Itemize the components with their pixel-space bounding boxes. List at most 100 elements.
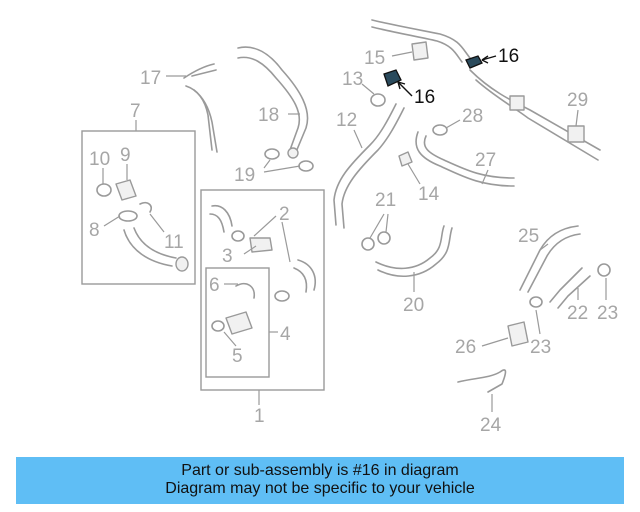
leader-12	[353, 129, 363, 149]
callout-2: 2	[279, 204, 290, 225]
o-ring-21b	[377, 231, 391, 245]
o-ring-10	[96, 183, 112, 197]
hose-22	[549, 267, 591, 309]
callout-18: 18	[258, 105, 279, 126]
leader-19a	[263, 159, 271, 169]
parts-diagram: 1 2 3 4 5 6 7 8 9 10 11 12 13 14 15 16 1…	[81, 19, 618, 436]
callout-11: 11	[164, 232, 184, 253]
callout-4: 4	[280, 324, 291, 345]
leader-15	[391, 51, 413, 57]
o-ring-13	[370, 93, 386, 107]
callout-12: 12	[336, 110, 357, 131]
callout-20: 20	[403, 295, 424, 316]
coolant-pipe-top-inner	[371, 26, 463, 63]
hose-17-inner	[191, 69, 218, 153]
connector-26	[507, 321, 529, 347]
o-ring-3	[231, 230, 245, 242]
callout-14: 14	[418, 184, 440, 205]
hose-6	[235, 282, 256, 299]
callout-22: 22	[567, 303, 588, 324]
clamp-14	[398, 151, 413, 167]
hose-18	[237, 46, 309, 153]
leader-19b	[263, 165, 301, 173]
info-banner: Part or sub-assembly is #16 in diagram D…	[16, 457, 624, 504]
callout-16-upper: 16	[498, 46, 519, 67]
clamp-18	[287, 147, 299, 159]
o-ring-19a	[264, 148, 280, 160]
leader-26	[481, 337, 509, 347]
callout-25: 25	[518, 226, 539, 247]
callout-21: 21	[375, 190, 396, 211]
hose-17	[183, 63, 215, 151]
callout-17: 17	[140, 68, 161, 89]
hose-2a	[209, 204, 233, 233]
leader-14	[407, 163, 421, 185]
group-box-1	[200, 189, 325, 391]
hose-25-inner	[527, 233, 581, 293]
leader-16a	[481, 55, 497, 61]
coolant-rail-29	[469, 69, 601, 161]
clamp-23b	[529, 296, 543, 308]
bracket-15	[411, 41, 429, 61]
callout-8: 8	[89, 220, 100, 241]
leader-28	[445, 119, 461, 129]
callout-26: 26	[455, 337, 476, 358]
connector-4	[225, 311, 253, 335]
leader-27	[481, 169, 489, 185]
bracket-29b	[509, 95, 525, 111]
hose-24	[457, 369, 507, 393]
group-box-4	[205, 267, 270, 378]
callout-19: 19	[234, 165, 255, 186]
leader-13	[361, 83, 375, 95]
hose-7-end	[175, 256, 189, 272]
hose-20	[375, 225, 445, 270]
leader-2b	[281, 221, 291, 263]
leader-25	[539, 243, 549, 251]
group-box-7	[81, 130, 196, 285]
hose-2b	[293, 259, 316, 293]
leader-16a-arrow	[481, 55, 489, 64]
leader-16b-arrow	[397, 81, 406, 90]
callout-5: 5	[232, 346, 243, 367]
callout-27: 27	[475, 150, 496, 171]
callout-29: 29	[567, 90, 588, 111]
pipe-27-inner	[423, 135, 515, 179]
callout-28: 28	[462, 106, 483, 127]
callout-1: 1	[254, 406, 265, 427]
connector-2	[249, 237, 273, 253]
leader-21b	[385, 213, 389, 233]
clamp-23a	[597, 263, 611, 277]
leader-11	[149, 213, 165, 233]
leader-29	[575, 109, 579, 127]
leader-16b	[397, 81, 413, 97]
callout-13: 13	[342, 69, 363, 90]
leader-8	[103, 215, 121, 227]
hose-7	[123, 227, 177, 267]
bracket-29	[567, 125, 585, 143]
o-ring-21a	[361, 237, 375, 251]
callout-15: 15	[364, 48, 385, 69]
leader-23b	[535, 309, 541, 335]
hose-18-inner	[237, 56, 301, 151]
clamp-2	[274, 290, 290, 302]
callout-10: 10	[89, 149, 110, 170]
hose-12-inner	[341, 107, 405, 229]
leader-2a	[253, 215, 277, 237]
leader-3	[243, 245, 257, 255]
callout-23-left: 23	[530, 337, 551, 358]
o-ring-5	[211, 320, 225, 332]
callout-7: 7	[130, 101, 141, 122]
callout-9: 9	[120, 145, 131, 166]
clip-11	[139, 201, 153, 213]
o-ring-28	[432, 124, 448, 136]
part-16-connector-upper	[465, 55, 483, 69]
callout-3: 3	[222, 246, 233, 267]
banner-line-2: Diagram may not be specific to your vehi…	[165, 480, 475, 497]
part-16-connector-lower	[383, 69, 402, 87]
leader-21a	[369, 213, 385, 239]
pipe-27	[415, 131, 515, 187]
connector-9	[115, 179, 137, 201]
callout-6: 6	[209, 275, 220, 296]
clip-8	[118, 210, 138, 222]
hose-20-inner	[377, 227, 453, 278]
